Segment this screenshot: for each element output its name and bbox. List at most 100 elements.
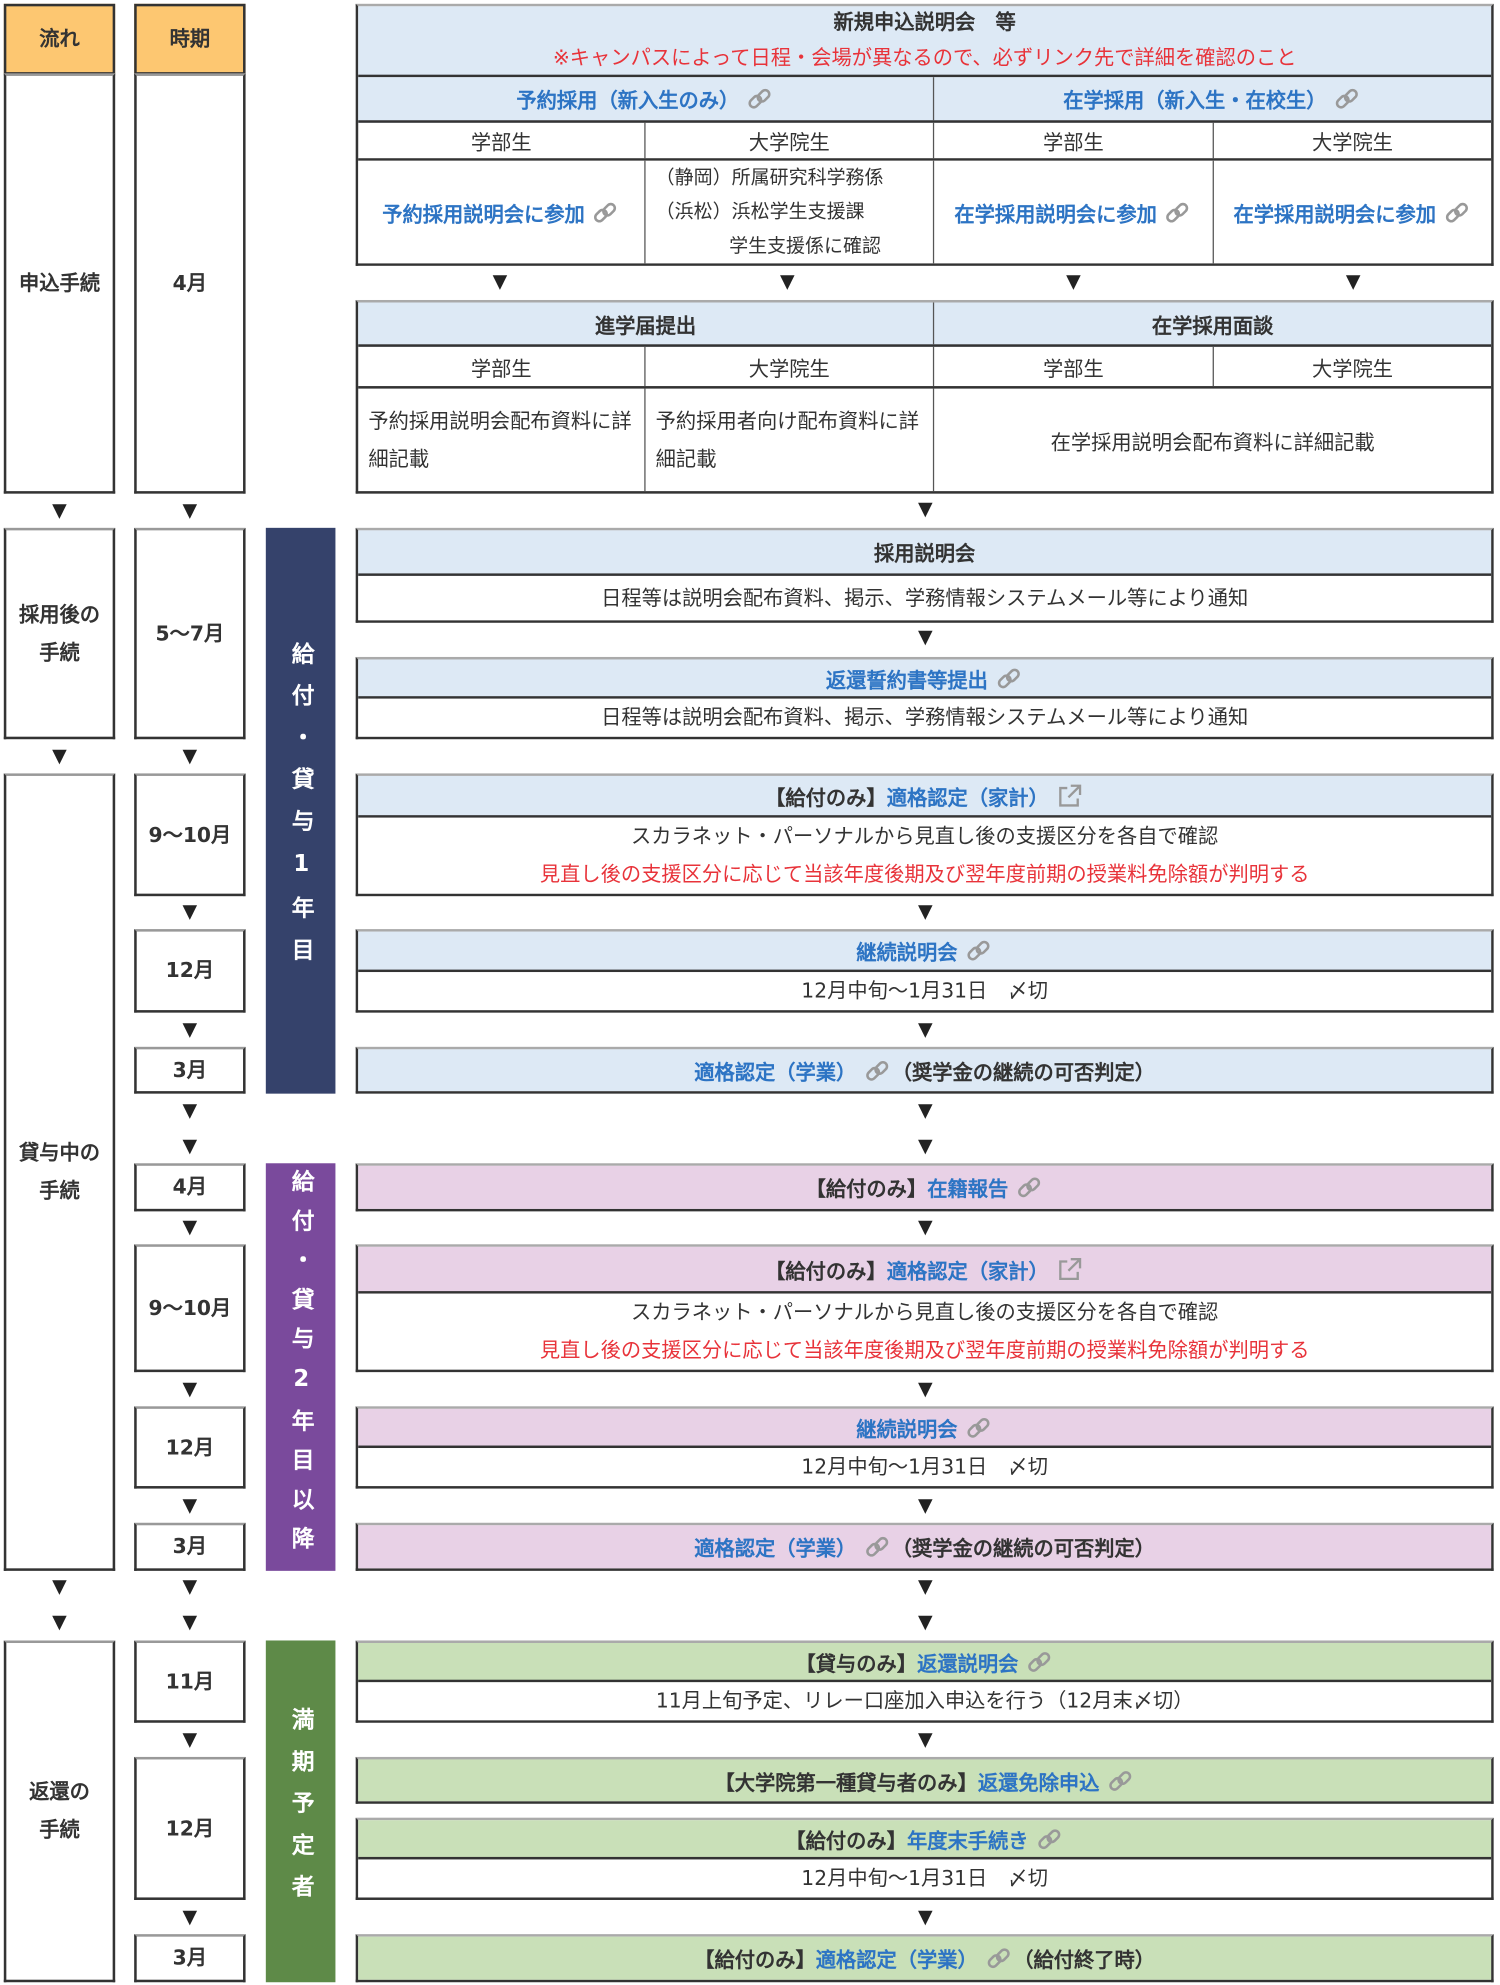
- link-icon: [744, 85, 774, 113]
- link-icon: [1162, 198, 1192, 226]
- link-icon: [1023, 1647, 1053, 1675]
- continuation-briefing-link[interactable]: 継続説明会: [856, 1417, 958, 1442]
- arrow-down-icon: ▼: [182, 1493, 198, 1517]
- enrolled-grad-cell[interactable]: 在学採用説明会に参加: [1214, 161, 1491, 264]
- step-prefix: 【貸与のみ】: [795, 1651, 918, 1676]
- step-eligibility-academic: 適格認定（学業）（奨学金の継続の可否判定）: [355, 1046, 1494, 1094]
- arrow-down-icon: ▼: [52, 498, 67, 522]
- reservation-header[interactable]: 予約採用（新入生のみ）: [358, 77, 935, 121]
- eligibility-household-link[interactable]: 適格認定（家計）: [886, 1258, 1049, 1283]
- repayment-pledge-link[interactable]: 返還誓約書等提出: [825, 667, 988, 692]
- eligibility-academic-link[interactable]: 適格認定（学業）: [694, 1060, 857, 1085]
- band-maturity: 満期予定者: [265, 1640, 336, 1983]
- band-year-1: 給付・貸与1年目: [265, 527, 336, 1094]
- step-detail-warning: 見直し後の支援区分に応じて当該年度後期及び翌年度前期の授業料免除額が判明する: [539, 1337, 1310, 1363]
- link-icon: [1013, 1173, 1043, 1201]
- period-header: 時期: [134, 3, 246, 75]
- link-icon: [993, 664, 1023, 692]
- step-prefix: 【給付のみ】: [765, 785, 887, 810]
- step-repayment-exemption: 【大学院第一種貸与者のみ】返還免除申込: [355, 1756, 1494, 1804]
- period-cell: 3月: [134, 1046, 246, 1094]
- period-cell: 3月: [134, 1522, 246, 1571]
- enrolled-briefing-link[interactable]: 在学採用説明会に参加: [1233, 201, 1437, 226]
- link-icon: [1034, 1825, 1064, 1853]
- step-detail: 12月中旬〜1月31日 〆切: [801, 1865, 1049, 1890]
- period-cell: 9〜10月: [134, 1244, 246, 1373]
- arrow-down-icon: ▼: [917, 1727, 933, 1751]
- link-icon: [590, 198, 620, 226]
- arrow-down-icon: ▼: [182, 1215, 198, 1238]
- step-prefix: 【給付のみ】: [805, 1177, 928, 1202]
- col-undergrad: 学部生: [934, 346, 1214, 387]
- repayment-briefing-link[interactable]: 返還説明会: [917, 1651, 1019, 1676]
- period-cell: 12月: [134, 1406, 246, 1489]
- arrow-down-icon: ▼: [917, 1574, 933, 1598]
- followup-table: 進学届提出 在学採用面談 学部生 大学院生 学部生 大学院生 予約採用説明会配布…: [355, 299, 1494, 494]
- step-suffix: （奨学金の継続の可否判定）: [891, 1536, 1156, 1561]
- external-link-icon: [1054, 782, 1084, 810]
- continuation-briefing-link[interactable]: 継続説明会: [856, 940, 958, 965]
- enrolled-header[interactable]: 在学採用（新入生・在校生）: [934, 77, 1491, 120]
- step-detail: 11月上旬予定、リレー口座加入申込を行う（12月末〆切）: [655, 1688, 1194, 1713]
- eligibility-academic-link[interactable]: 適格認定（学業）: [815, 1948, 978, 1973]
- band-label: 満期予定者: [287, 1706, 315, 1916]
- grad-contact-line: （静岡）所属研究科学務係: [655, 165, 884, 189]
- arrow-down-icon: ▼: [917, 899, 933, 923]
- step-continuation-briefing: 継続説明会 12月中旬〜1月31日 〆切: [355, 929, 1494, 1013]
- step-prefix: 【大学院第一種貸与者のみ】: [714, 1770, 978, 1795]
- step-eligibility-household: 【給付のみ】適格認定（家計） スカラネット・パーソナルから見直し後の支援区分を各…: [355, 1244, 1494, 1373]
- link-icon: [861, 1056, 891, 1084]
- arrow-down-icon: ▼: [917, 1098, 933, 1122]
- enrolled-briefing-link[interactable]: 在学採用説明会に参加: [954, 201, 1157, 226]
- step-detail: 日程等は説明会配布資料、掲示、学務情報システムメール等により通知: [601, 705, 1249, 730]
- reservation-ug-cell[interactable]: 予約採用説明会に参加: [358, 160, 646, 264]
- flow-application: 申込手続: [3, 73, 116, 494]
- col-grad: 大学院生: [646, 122, 935, 159]
- repayment-exemption-link[interactable]: 返還免除申込: [977, 1770, 1100, 1795]
- col-grad: 大学院生: [646, 346, 935, 387]
- arrow-down-icon: ▼: [917, 497, 933, 521]
- application-note: ※キャンパスによって日程・会場が異なるので、必ずリンク先で詳細を確認のこと: [552, 45, 1297, 70]
- enrolled-interview-title: 在学採用面談: [1151, 313, 1274, 338]
- step-detail: 日程等は説明会配布資料、掲示、学務情報システムメール等により通知: [601, 585, 1249, 610]
- step-detail: 12月中旬〜1月31日 〆切: [801, 1454, 1049, 1479]
- link-icon: [1104, 1766, 1134, 1794]
- arrow-down-icon: ▼: [917, 625, 933, 649]
- step-detail: 12月中旬〜1月31日 〆切: [801, 978, 1049, 1003]
- enrolled-ug-cell[interactable]: 在学採用説明会に参加: [934, 160, 1214, 264]
- step-year-end-procedure: 【給付のみ】年度末手続き 12月中旬〜1月31日 〆切: [355, 1817, 1494, 1900]
- flow-header: 流れ: [3, 3, 116, 75]
- link-icon: [963, 1413, 993, 1441]
- arrow-down-icon: ▼: [182, 1905, 198, 1928]
- arrow-down-icon: ▼: [182, 1017, 198, 1041]
- band-label: 給付・貸与1年目: [287, 641, 315, 980]
- enrollment-report-link[interactable]: 在籍報告: [927, 1177, 1009, 1202]
- eligibility-academic-link[interactable]: 適格認定（学業）: [694, 1536, 857, 1561]
- enrolled-link[interactable]: 在学採用（新入生・在校生）: [1063, 88, 1327, 113]
- grad-contact-line: 学生支援係に確認: [729, 234, 882, 257]
- step-prefix: 【給付のみ】: [765, 1258, 887, 1283]
- step-repayment-pledge: 返還誓約書等提出 日程等は説明会配布資料、掲示、学務情報システムメール等により通…: [355, 656, 1494, 740]
- step-prefix: 【給付のみ】: [694, 1948, 816, 1973]
- col-undergrad: 学部生: [358, 122, 646, 159]
- reservation-link[interactable]: 予約採用（新入生のみ）: [516, 88, 740, 113]
- step-suffix: （給付終了時）: [1013, 1948, 1156, 1973]
- reservation-briefing-link[interactable]: 予約採用説明会に参加: [382, 201, 585, 226]
- arrow-down-icon: ▼: [917, 1493, 933, 1517]
- arrow-down-icon: ▼: [182, 1134, 198, 1157]
- eligibility-household-link[interactable]: 適格認定（家計）: [886, 785, 1049, 810]
- arrow-down-icon: ▼: [182, 744, 198, 768]
- arrow-down-icon: ▼: [917, 1017, 933, 1041]
- followup-enrolled-cell: 在学採用説明会配布資料に詳細記載: [1050, 429, 1375, 454]
- followup-ug-cell: 予約採用説明会配布資料に詳細記載: [358, 388, 646, 492]
- year-end-procedure-link[interactable]: 年度末手続き: [906, 1828, 1029, 1853]
- step-detail: スカラネット・パーソナルから見直し後の支援区分を各自で確認: [630, 1299, 1219, 1325]
- arrow-down-icon: ▼: [1066, 269, 1081, 293]
- arrow-down-icon: ▼: [52, 744, 67, 768]
- enrollment-notice-title: 進学届提出: [358, 302, 935, 345]
- step-continuation-briefing: 継続説明会 12月中旬〜1月31日 〆切: [355, 1406, 1494, 1489]
- arrow-down-icon: ▼: [917, 1215, 933, 1238]
- col-grad: 大学院生: [1311, 356, 1394, 381]
- arrow-down-icon: ▼: [917, 1377, 933, 1400]
- period-cell: 9〜10月: [134, 773, 246, 897]
